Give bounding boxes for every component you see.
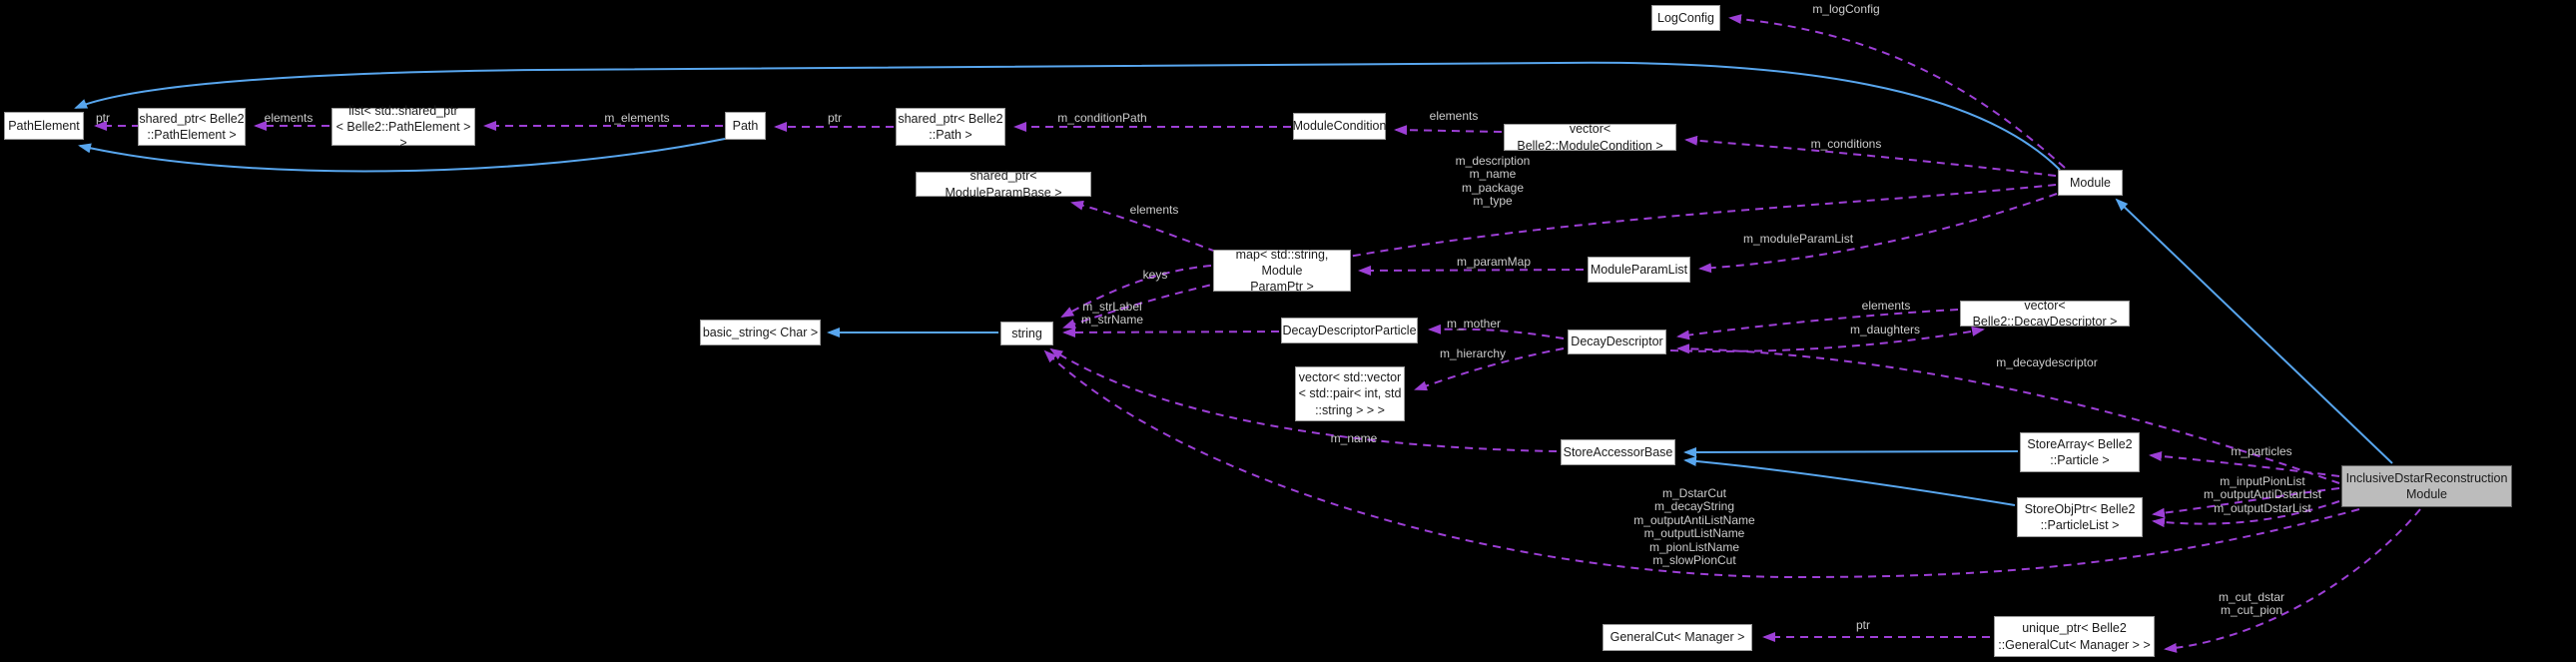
node-store-obj-ptr-particle-list[interactable]: StoreObjPtr< Belle2 ::ParticleList > [2017, 497, 2143, 537]
node-unique-ptr-general-cut[interactable]: unique_ptr< Belle2 ::GeneralCut< Manager… [1994, 616, 2155, 657]
edge-m-particles [2149, 450, 2340, 477]
edge-label: elements [264, 111, 314, 125]
edge-label: ptr [1855, 618, 1871, 632]
edge-label: m_strLabel m_strName [1080, 300, 1144, 328]
edge-elements-map-to-sharedptrparam [1070, 200, 1217, 253]
edge-elements-vector-to-modulecondition [1394, 125, 1503, 136]
node-inclusive-dstar-reconstruction-module[interactable]: InclusiveDstarReconstruction Module [2341, 465, 2512, 507]
edge-label: m_particles [2231, 444, 2292, 458]
edge-inherit-inclusivedstar-to-module [2115, 198, 2393, 464]
node-general-cut-manager[interactable]: GeneralCut< Manager > [1603, 624, 1752, 651]
edge-label: m_inputPionList m_outputAntiDstarList m_… [2203, 474, 2322, 515]
node-module-condition[interactable]: ModuleCondition [1293, 113, 1386, 140]
node-vector-pair-int-string[interactable]: vector< std::vector < std::pair< int, st… [1295, 366, 1405, 421]
edge-label: elements [1129, 203, 1179, 217]
node-decay-descriptor-particle[interactable]: DecayDescriptorParticle [1281, 318, 1418, 343]
edge-m-dstarcut-group [1043, 349, 2360, 579]
edge-label: m_conditions [1810, 137, 1882, 151]
edge-label: m_decaydescriptor [1996, 355, 2098, 369]
node-shared-ptr-module-param-base[interactable]: shared_ptr< ModuleParamBase > [916, 169, 1091, 200]
edge-label: keys [1142, 268, 1168, 282]
edge-m-mother [1428, 324, 1565, 339]
edge-label: elements [1429, 109, 1479, 123]
edge-label: m_cut_dstar m_cut_pion [2218, 590, 2285, 618]
edge-label: m_daughters [1849, 323, 1921, 336]
edge-inherit-path-to-pathelement [78, 138, 726, 173]
node-shared-ptr-path[interactable]: shared_ptr< Belle2 ::Path > [896, 108, 1005, 146]
node-string[interactable]: string [1000, 322, 1053, 345]
node-basic-string-char[interactable]: basic_string< Char > [700, 320, 821, 345]
edge-m-moduleparamlist [1698, 193, 2058, 274]
edge-m-parammap [1358, 265, 1585, 276]
edge-m-name [1049, 347, 1558, 452]
edge-label: m_conditionPath [1057, 111, 1147, 125]
edge-m-decaydescriptor [1676, 343, 2340, 484]
edge-label: m_name [1330, 431, 1378, 445]
edge-elements-vectordd-to-decaydescriptor [1676, 309, 1959, 340]
node-path-element[interactable]: PathElement [4, 112, 84, 140]
edge-keys-map-to-string [1060, 265, 1212, 318]
edge-label: m_logConfig [1812, 2, 1880, 16]
node-map-string-module-param-ptr[interactable]: map< std::string, Module ParamPtr > [1213, 248, 1351, 294]
edge-m-logconfig [1728, 14, 2066, 169]
node-path[interactable]: Path [725, 112, 766, 140]
edge-m-daughters [1669, 326, 1985, 352]
node-module[interactable]: Module [2058, 170, 2123, 196]
node-vector-decay-descriptor[interactable]: vector< Belle2::DecayDescriptor > [1960, 299, 2130, 329]
edge-m-hierarchy [1414, 347, 1565, 391]
edge-label: elements [1861, 299, 1911, 313]
edge-label: m_elements [604, 111, 670, 125]
edge-label: m_paramMap [1456, 255, 1532, 269]
edge-label: ptr [827, 111, 843, 125]
edge-m-conditions [1684, 135, 2057, 177]
edge-inherit-storeobjptr-to-storeaccessorbase [1683, 455, 2016, 506]
edge-label: m_description m_name m_package m_type [1455, 154, 1531, 209]
edge-label: m_mother [1446, 317, 1502, 331]
edge-label: m_DstarCut m_decayString m_outputAntiLis… [1633, 486, 1755, 568]
node-decay-descriptor[interactable]: DecayDescriptor [1568, 330, 1666, 354]
edge-m-description-group [1062, 184, 2057, 330]
node-store-accessor-base[interactable]: StoreAccessorBase [1561, 439, 1675, 465]
node-vector-module-condition[interactable]: vector< Belle2::ModuleCondition > [1504, 122, 1676, 153]
node-log-config[interactable]: LogConfig [1651, 5, 1720, 31]
edge-label: ptr [95, 111, 111, 125]
edge-label: m_hierarchy [1439, 346, 1507, 360]
node-list-shared-ptr-path-element[interactable]: list< std::shared_ptr < Belle2::PathElem… [331, 104, 475, 150]
node-store-array-particle[interactable]: StoreArray< Belle2 ::Particle > [2020, 432, 2140, 472]
edge-m-inputpionlist-group-b [2152, 500, 2340, 528]
edge-inherit-storearray-to-storeaccessorbase [1683, 446, 2019, 457]
edge-m-strlabel-strname [1062, 327, 1280, 337]
edge-inherit-module-to-pathelement [74, 61, 2061, 171]
node-shared-ptr-path-element[interactable]: shared_ptr< Belle2 ::PathElement > [138, 108, 246, 146]
edge-label: m_moduleParamList [1742, 232, 1854, 246]
edge-m-inputpionlist-group [2152, 487, 2340, 518]
node-module-param-list[interactable]: ModuleParamList [1588, 257, 1690, 283]
edge-m-cut-group [2164, 508, 2421, 653]
